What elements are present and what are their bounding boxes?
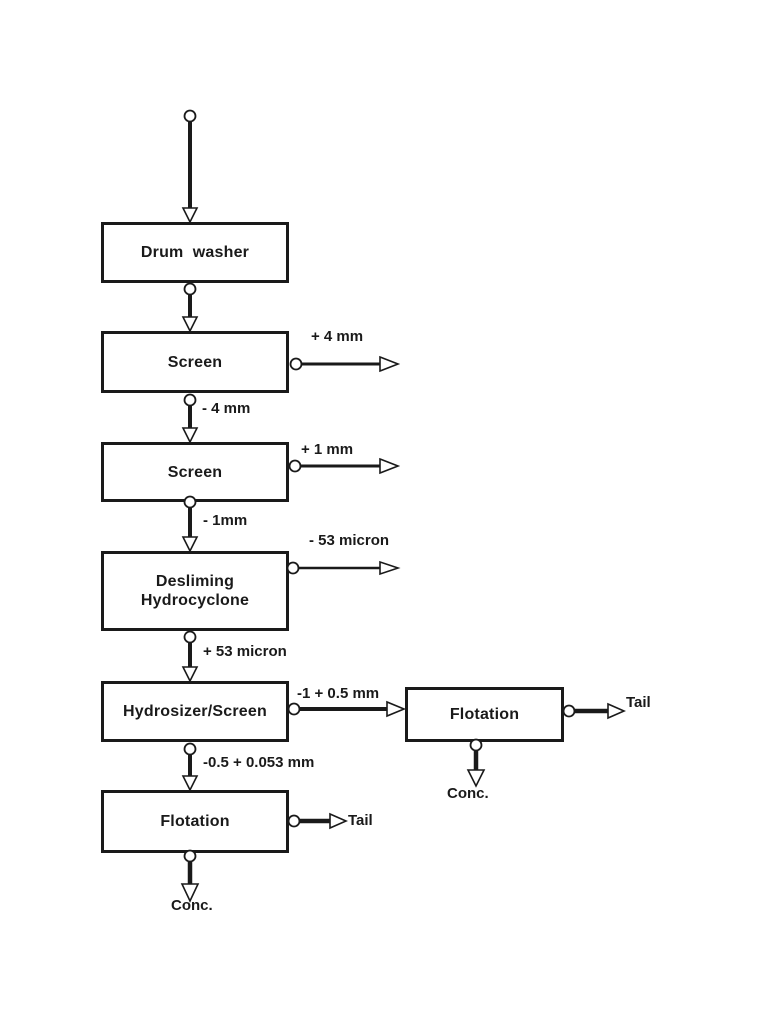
stream-label-minus-1-plus-0-5-mm: -1 + 0.5 mm (297, 685, 380, 702)
stream-label-minus-4-mm: - 4 mm (202, 400, 251, 417)
stream-label-plus-1-mm: + 1 mm (301, 441, 354, 458)
edge-screen-1-oversize (289, 355, 401, 373)
stream-label-minus-0-5-plus-0-053-mm: -0.5 + 0.053 mm (203, 754, 315, 771)
node-screen-2: Screen (101, 442, 289, 502)
stream-label-conc-fine: Conc. (171, 897, 213, 914)
node-hydrosizer-screen-label: Hydrosizer/Screen (123, 703, 267, 720)
node-flotation-coarse: Flotation (405, 687, 564, 742)
edge-flotation-fine-tail (287, 812, 348, 830)
node-drum-washer: Drum washer (101, 222, 289, 283)
arrowhead-right-icon (379, 560, 401, 576)
edge-screen-1-to-screen-2 (181, 393, 199, 444)
port-circle (183, 630, 197, 644)
port-circle (183, 393, 197, 407)
node-flotation-fine-label: Flotation (160, 813, 230, 830)
node-drum-washer-label: Drum washer (140, 244, 250, 261)
node-hydrosizer-screen: Hydrosizer/Screen (101, 681, 289, 742)
edge-screen-2-to-desliming (181, 495, 199, 553)
arrowhead-right-icon (379, 457, 401, 475)
stream-label-tail-fine: Tail (348, 812, 373, 829)
edge-hydrosizer-to-flotation-fine (181, 742, 199, 792)
node-flotation-fine: Flotation (101, 790, 289, 853)
edge-drum-washer-to-screen-1 (181, 282, 199, 333)
feed-port-circle (183, 109, 197, 123)
arrowhead-down-icon (181, 427, 199, 444)
node-screen-2-label: Screen (167, 463, 223, 481)
port-circle (286, 561, 300, 575)
arrowhead-down-icon (181, 536, 199, 553)
arrowhead-down-icon (181, 666, 199, 683)
edge-flotation-fine-conc (180, 849, 200, 903)
stream-label-minus-53-micron: - 53 micron (309, 532, 390, 549)
port-circle (562, 704, 576, 718)
edge-flotation-coarse-conc (466, 738, 486, 788)
edge-flotation-coarse-tail (562, 702, 626, 720)
arrowhead-right-icon (329, 812, 348, 830)
port-circle (287, 814, 301, 828)
stream-label-conc-coarse: Conc. (447, 785, 489, 802)
arrowhead-down-icon (181, 207, 199, 224)
arrowhead-right-icon (386, 700, 407, 718)
stream-label-minus-1-mm: - 1mm (203, 512, 248, 529)
node-desliming-hydrocyclone: Desliming Hydrocyclone (101, 551, 289, 631)
port-circle (287, 702, 301, 716)
edge-screen-2-oversize (288, 457, 401, 475)
port-circle (288, 459, 302, 473)
edge-feed-to-drum-washer (181, 109, 199, 224)
port-circle (289, 357, 303, 371)
port-circle (183, 742, 197, 756)
stream-label-plus-4-mm: + 4 mm (311, 328, 364, 345)
stream-label-tail-coarse: Tail (626, 694, 651, 711)
edge-desliming-to-hydrosizer (181, 630, 199, 683)
arrowhead-right-icon (379, 355, 401, 373)
arrowhead-down-icon (181, 316, 199, 333)
node-flotation-coarse-label: Flotation (449, 706, 520, 723)
edge-desliming-overflow (286, 560, 401, 576)
node-screen-1-label: Screen (167, 353, 223, 371)
arrowhead-down-icon (181, 775, 199, 792)
port-circle (183, 282, 197, 296)
stream-label-plus-53-micron: + 53 micron (203, 643, 287, 660)
edge-hydrosizer-to-flotation-coarse (287, 700, 407, 718)
arrowhead-right-icon (607, 702, 626, 720)
node-desliming-label-line2: Hydrocyclone (140, 592, 250, 609)
node-screen-1: Screen (101, 331, 289, 393)
node-desliming-label-line1: Desliming (155, 573, 235, 590)
arrowhead-down-icon (466, 769, 486, 788)
